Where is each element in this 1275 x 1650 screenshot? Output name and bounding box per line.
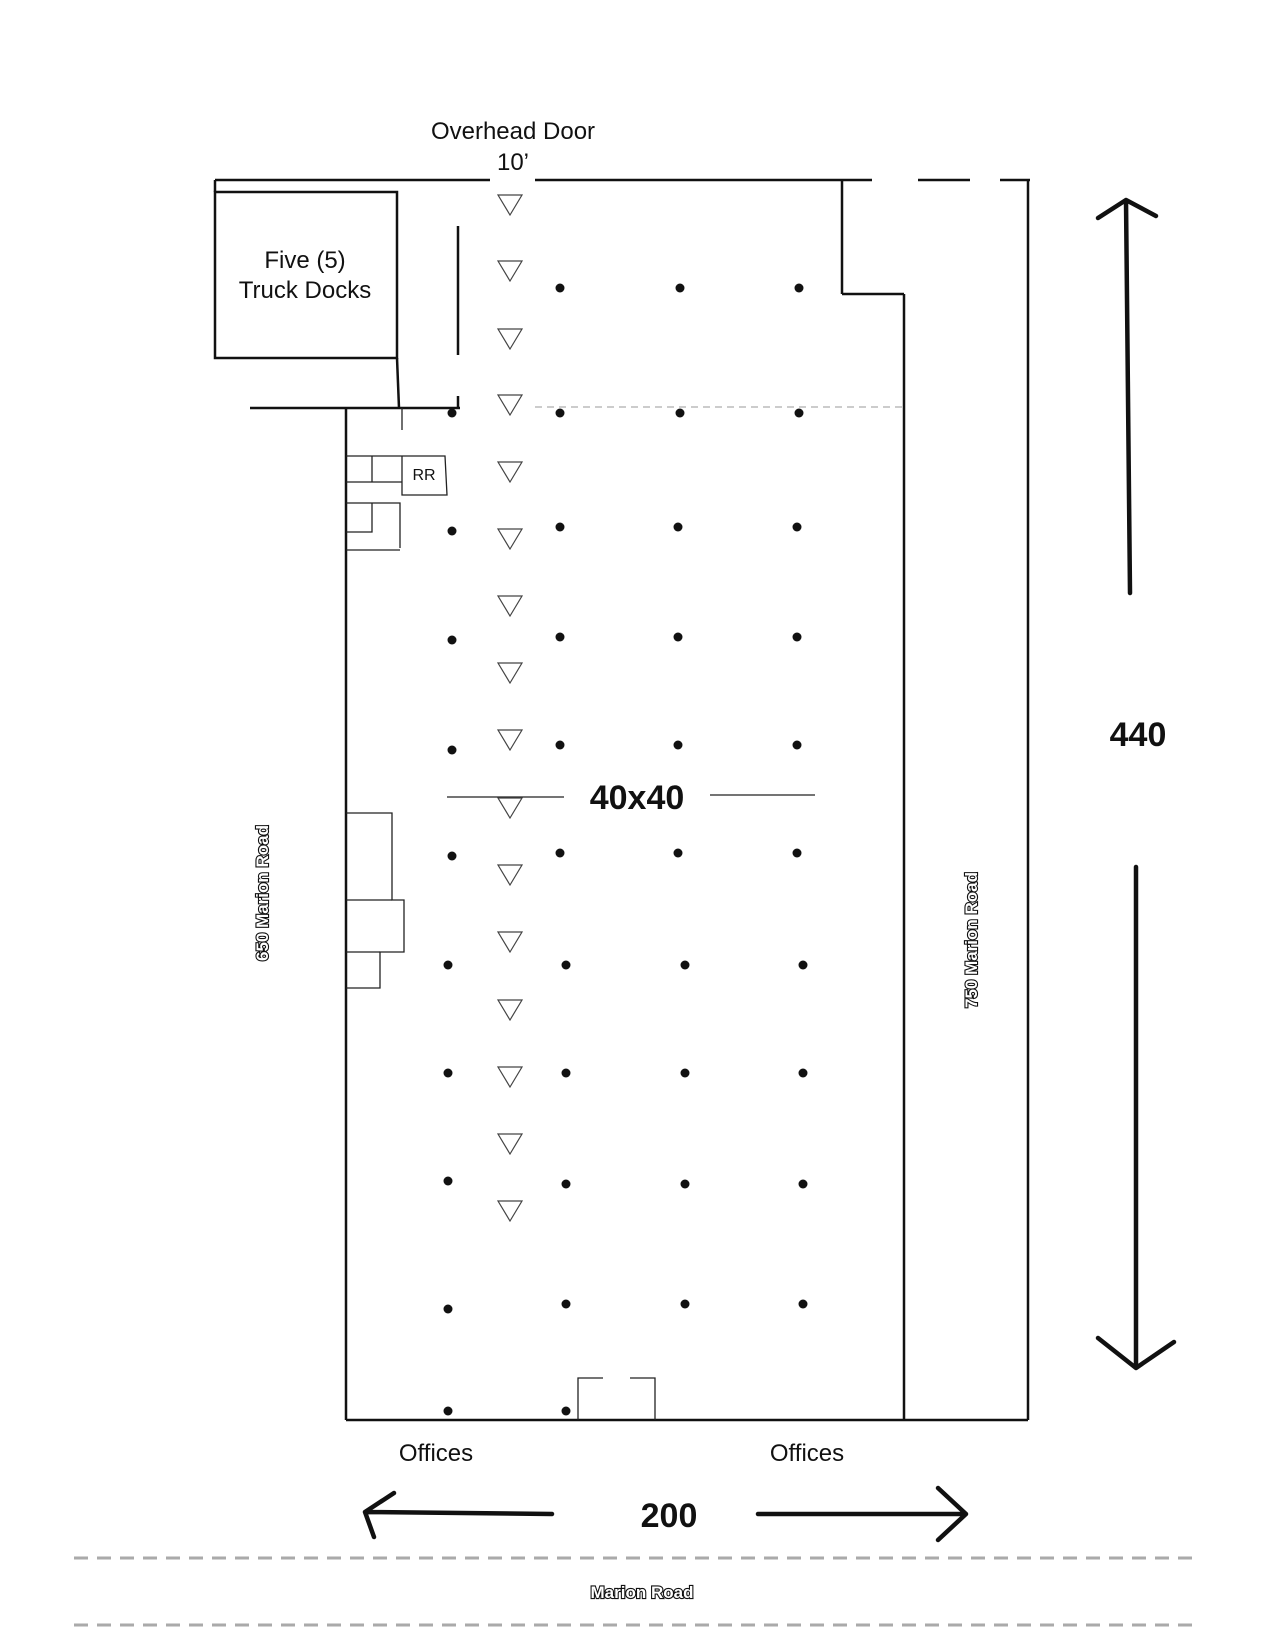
door-marker-triangle [496, 1066, 524, 1089]
column-dot [561, 1179, 571, 1189]
restroom-rooms [346, 408, 448, 551]
column-dot [675, 408, 685, 418]
column-dot [792, 522, 802, 532]
column-dot [443, 960, 453, 970]
column-dot [798, 1179, 808, 1189]
column-dot [798, 960, 808, 970]
right-road-label: 750 Marion Road [962, 872, 981, 1008]
door-marker-triangle [496, 729, 524, 752]
door-marker-triangle [496, 260, 524, 283]
left-outer-wall [213, 180, 460, 1420]
column-dot [447, 851, 457, 861]
door-marker-triangle [496, 999, 524, 1022]
column-dot [794, 408, 804, 418]
column-dot [443, 1406, 453, 1416]
door-marker-triangle [496, 931, 524, 954]
overhead-door-label: Overhead Door [431, 118, 595, 145]
door-marker-triangle [496, 595, 524, 618]
door-marker-triangle [496, 662, 524, 685]
column-dot [798, 1068, 808, 1078]
column-dot [673, 522, 683, 532]
column-dot [555, 283, 565, 293]
length-dimension-label: 440 [1110, 716, 1167, 754]
door-marker-triangle [496, 797, 524, 820]
length-dimension-arrow [1095, 197, 1177, 1371]
column-dot [555, 740, 565, 750]
width-dimension-label: 200 [641, 1497, 698, 1535]
door-marker-triangle [496, 1133, 524, 1156]
column-dot [555, 848, 565, 858]
column-dot [561, 1406, 571, 1416]
column-dot [561, 960, 571, 970]
restroom-label: RR [412, 467, 435, 484]
column-dot [555, 408, 565, 418]
truck-docks-box [213, 190, 399, 360]
offices-left-label: Offices [399, 1440, 473, 1467]
column-dot [798, 1299, 808, 1309]
column-dot [561, 1068, 571, 1078]
left-road-label: 650 Marion Road [253, 825, 272, 961]
column-dot [675, 283, 685, 293]
column-dot [447, 526, 457, 536]
column-dot [680, 1068, 690, 1078]
column-dot [443, 1304, 453, 1314]
door-marker-triangle [496, 461, 524, 484]
door-marker-triangle [496, 1200, 524, 1223]
column-spacing-label: 40x40 [590, 779, 685, 817]
bottom-office-room [577, 1377, 656, 1420]
column-dot [792, 632, 802, 642]
column-dot [447, 408, 457, 418]
column-dot [680, 960, 690, 970]
truck-docks-label-line2: Truck Docks [239, 277, 371, 304]
column-dot [673, 848, 683, 858]
left-side-offices [346, 812, 405, 989]
width-dimension-arrow [362, 1485, 969, 1543]
column-dot [680, 1179, 690, 1189]
door-marker-triangle [496, 394, 524, 417]
door-marker-triangle [496, 864, 524, 887]
column-dot [561, 1299, 571, 1309]
column-spacing-callout [447, 794, 815, 798]
offices-right-label: Offices [770, 1440, 844, 1467]
right-building-wall [840, 180, 906, 1420]
column-dot [794, 283, 804, 293]
truck-docks-label-line1: Five (5) [264, 247, 345, 274]
column-dot [792, 848, 802, 858]
overhead-door-markers [496, 194, 524, 1223]
column-dot [443, 1068, 453, 1078]
column-dot [447, 745, 457, 755]
building-columns [443, 283, 808, 1416]
column-dot [792, 740, 802, 750]
column-dot [555, 632, 565, 642]
overhead-door-width-label: 10’ [497, 149, 529, 176]
bottom-road-label: Marion Road [591, 1583, 694, 1602]
column-dot [680, 1299, 690, 1309]
column-dot [673, 740, 683, 750]
column-dot [555, 522, 565, 532]
column-dot [447, 635, 457, 645]
column-dot [673, 632, 683, 642]
door-marker-triangle [496, 328, 524, 351]
door-marker-triangle [496, 194, 524, 217]
door-marker-triangle [496, 528, 524, 551]
column-dot [443, 1176, 453, 1186]
